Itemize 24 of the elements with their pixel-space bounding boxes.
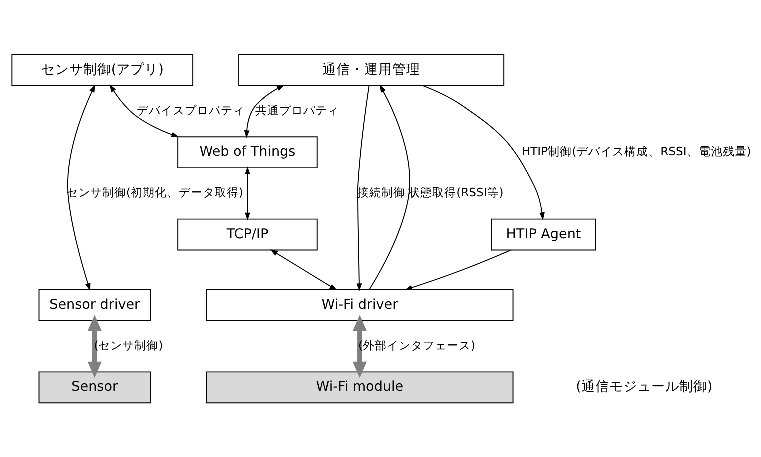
arrow: [245, 166, 250, 220]
arrow: [404, 249, 512, 290]
node-box: HTIP Agent: [491, 218, 596, 250]
arrow: [369, 84, 410, 290]
arrow: [68, 84, 96, 291]
arrow: [244, 84, 285, 138]
node-box: Wi-Fi module: [206, 371, 514, 404]
edge-label: HTIP制御(デバイス構成、RSSI、電池残量): [522, 144, 752, 158]
edge-label: デバイスプロパティ: [137, 102, 246, 117]
node-box: Web of Things: [178, 136, 318, 168]
arrow: [352, 314, 368, 378]
node-box: Sensor: [38, 371, 151, 404]
node-box: Sensor driver: [38, 288, 151, 321]
node-box: 通信・運用管理: [238, 54, 505, 86]
arrow: [422, 84, 545, 220]
node-box: センサ制御(アプリ): [12, 54, 194, 86]
node-box: TCP/IP: [178, 218, 318, 250]
arrow: [270, 249, 338, 290]
node-box: Wi-Fi driver: [206, 288, 514, 321]
arrow: [356, 84, 370, 291]
arrow: [110, 84, 180, 138]
edge-label: 共通プロパティ: [256, 102, 340, 117]
label: (通信モジュール制御): [576, 378, 713, 395]
arrow: [88, 314, 102, 378]
